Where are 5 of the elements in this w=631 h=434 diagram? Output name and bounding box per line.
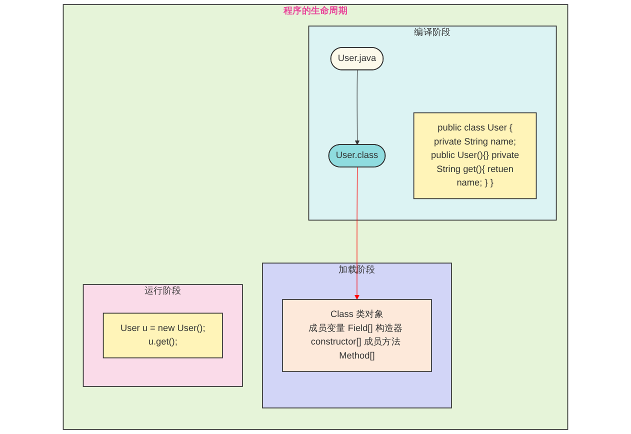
node-box: User u = new User(); u.get();: [102, 312, 223, 358]
node-box: Class 类对象 成员变量 Field[] 构造器 constructor[] 成员方法 Method[]: [282, 299, 432, 372]
arrow: [354, 166, 360, 300]
node-box: public class User { private String name; public User(){} private String get(){ retuen name; } }: [413, 112, 537, 200]
arrow: [354, 70, 360, 146]
